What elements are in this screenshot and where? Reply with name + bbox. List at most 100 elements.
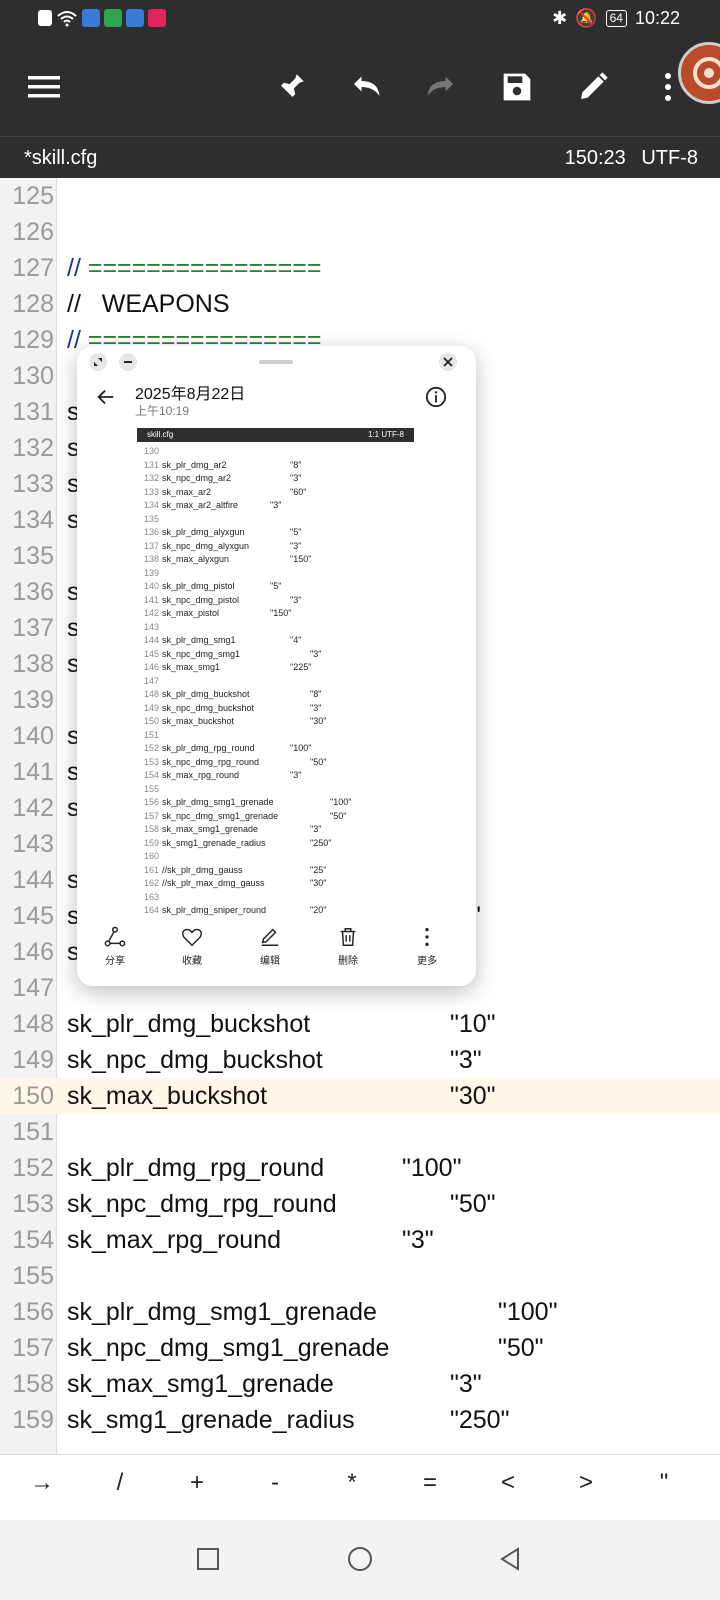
circle-icon bbox=[348, 1547, 372, 1571]
code-text: sk_max_buckshot bbox=[67, 1082, 268, 1110]
info-button[interactable] bbox=[425, 386, 447, 413]
key-arrow[interactable]: → bbox=[30, 1469, 54, 1496]
key-less-than[interactable]: < bbox=[500, 1469, 515, 1496]
editor-line[interactable]: 126 bbox=[0, 214, 720, 250]
line-number: 131 bbox=[12, 398, 54, 426]
code-text: s bbox=[67, 794, 80, 822]
back-nav-button[interactable] bbox=[498, 1547, 522, 1576]
share-action[interactable]: 分享 bbox=[85, 926, 145, 967]
more-vert-icon bbox=[665, 73, 671, 101]
editor-line[interactable]: 127// ================ bbox=[0, 250, 720, 286]
line-number: 155 bbox=[12, 1262, 54, 1290]
editor-line[interactable]: 142 s bbox=[0, 790, 720, 826]
key-equals[interactable]: = bbox=[422, 1469, 437, 1496]
drag-handle[interactable] bbox=[259, 360, 293, 364]
screenshot-line-number: 164 bbox=[143, 905, 159, 915]
comment-marker: // bbox=[67, 254, 88, 282]
pin-button[interactable] bbox=[266, 62, 316, 112]
line-number: 150 bbox=[12, 1082, 54, 1110]
key-slash[interactable]: / bbox=[116, 1469, 124, 1496]
editor-line[interactable]: 125 bbox=[0, 178, 720, 214]
minimize-window-button[interactable] bbox=[119, 353, 137, 371]
menu-button[interactable] bbox=[20, 62, 70, 112]
overflow-menu-button[interactable] bbox=[656, 62, 680, 112]
home-button[interactable] bbox=[347, 1546, 373, 1577]
editor-line[interactable]: 143 bbox=[0, 826, 720, 862]
key-minus[interactable]: - bbox=[271, 1469, 279, 1496]
key-asterisk[interactable]: * bbox=[347, 1469, 357, 1496]
undo-button[interactable] bbox=[341, 62, 391, 112]
heart-icon bbox=[181, 928, 203, 947]
window-title-bar[interactable] bbox=[77, 346, 476, 378]
editor-line[interactable]: 139 bbox=[0, 682, 720, 718]
screenshot-line-number: 130 bbox=[143, 446, 159, 456]
assistant-logo-icon bbox=[693, 57, 720, 89]
editor-line[interactable]: 151 bbox=[0, 1114, 720, 1150]
code-text: sk_max_smg1_grenade bbox=[67, 1370, 334, 1398]
more-action[interactable]: 更多 bbox=[397, 926, 457, 967]
screenshot-code-text: sk_npc_dmg_ar2 bbox=[162, 473, 232, 483]
screenshot-code-value: "50" bbox=[310, 756, 327, 767]
floating-assistant-avatar[interactable] bbox=[678, 42, 720, 104]
editor-line[interactable]: 135 bbox=[0, 538, 720, 574]
redo-button[interactable] bbox=[416, 62, 466, 112]
code-value: "3" bbox=[450, 1046, 482, 1074]
screenshot-code-value: "3" bbox=[310, 824, 322, 834]
file-info-bar: *skill.cfg 150:23 UTF-8 bbox=[0, 136, 720, 179]
editor-line[interactable]: 155 bbox=[0, 1258, 720, 1294]
screenshot-preview-window[interactable]: 2025年8月22日 上午10:19 skill.cfg 1:1 UTF-8 1… bbox=[77, 346, 476, 986]
edit-button[interactable] bbox=[568, 62, 618, 112]
screenshot-code-value: "8" bbox=[290, 459, 302, 470]
line-number: 142 bbox=[12, 794, 54, 822]
key-plus[interactable]: + bbox=[189, 1469, 204, 1496]
back-button[interactable] bbox=[95, 386, 117, 413]
key-greater-than[interactable]: > bbox=[578, 1469, 593, 1496]
edit-action[interactable]: 编辑 bbox=[240, 926, 300, 967]
key-quote[interactable]: " bbox=[659, 1469, 669, 1496]
editor-line[interactable]: 128// WEAPONS bbox=[0, 286, 720, 322]
delete-action[interactable]: 删除 bbox=[318, 926, 378, 967]
recents-button[interactable] bbox=[196, 1547, 220, 1576]
line-number: 125 bbox=[12, 182, 54, 210]
expand-window-button[interactable] bbox=[89, 353, 107, 371]
screenshot-line: 130 bbox=[137, 446, 414, 460]
favorite-action[interactable]: 收藏 bbox=[162, 926, 222, 967]
alert-icon bbox=[38, 10, 52, 26]
close-window-button[interactable] bbox=[439, 353, 457, 371]
screenshot-line: 135 bbox=[137, 514, 414, 528]
editor-line[interactable]: 147 bbox=[0, 970, 720, 1006]
screenshot-code-value: "250" bbox=[310, 837, 332, 848]
code-text: sk_npc_dmg_smg1_grenade bbox=[67, 1334, 390, 1362]
screenshot-line-number: 147 bbox=[143, 675, 159, 686]
editor-line[interactable]: 130 bbox=[0, 358, 720, 394]
save-button[interactable] bbox=[492, 62, 542, 112]
hamburger-icon bbox=[28, 76, 60, 98]
